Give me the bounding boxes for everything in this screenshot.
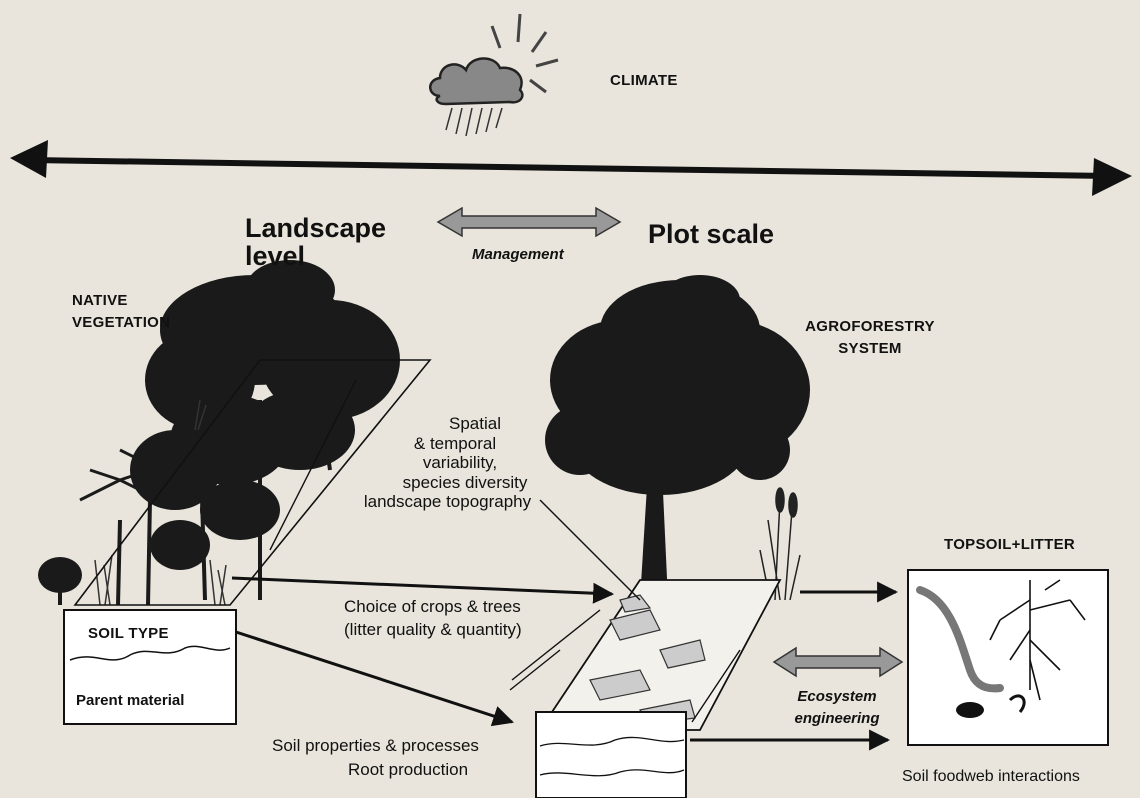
variability-line: variability, [370, 453, 550, 473]
agroforestry-plane [540, 580, 780, 730]
cloud-rain-icon [430, 58, 522, 136]
soil-properties-label: Soil properties & processes [272, 736, 479, 756]
variability-line: Spatial [400, 414, 550, 434]
choice-line: (litter quality & quantity) [344, 619, 522, 642]
choice-line: Choice of crops & trees [344, 596, 522, 619]
scale-double-arrow [10, 140, 1132, 196]
native-vegetation-label: NATIVE VEGETATION [72, 290, 182, 334]
variability-line: species diversity [380, 473, 550, 493]
variability-text: Spatial & temporal variability, species … [300, 414, 550, 512]
soil-foodweb-label: Soil foodweb interactions [902, 768, 1080, 786]
ecosystem-double-arrow [774, 648, 902, 676]
plot-scale-label: Plot scale [648, 220, 774, 248]
agroforestry-tree [545, 275, 810, 600]
variability-line: landscape topography [345, 492, 550, 512]
choice-text: Choice of crops & trees (litter quality … [344, 596, 522, 642]
parent-material-label: Parent material [76, 692, 184, 709]
soil-type-label: SOIL TYPE [88, 625, 169, 642]
landscape-level-label: Landscape level [245, 214, 405, 271]
ecosystem-engineering-label: Ecosystem engineering [782, 686, 892, 730]
root-production-label: Root production [348, 760, 468, 780]
management-label: Management [472, 246, 564, 263]
topsoil-litter-label: TOPSOIL+LITTER [944, 536, 1075, 553]
agroforestry-system-label: AGROFORESTRY SYSTEM [800, 316, 940, 360]
management-double-arrow [438, 208, 620, 236]
soil-sample-box [536, 712, 686, 798]
topsoil-litter-box [908, 570, 1108, 745]
variability-line: & temporal [360, 434, 550, 454]
climate-label: CLIMATE [610, 72, 678, 89]
